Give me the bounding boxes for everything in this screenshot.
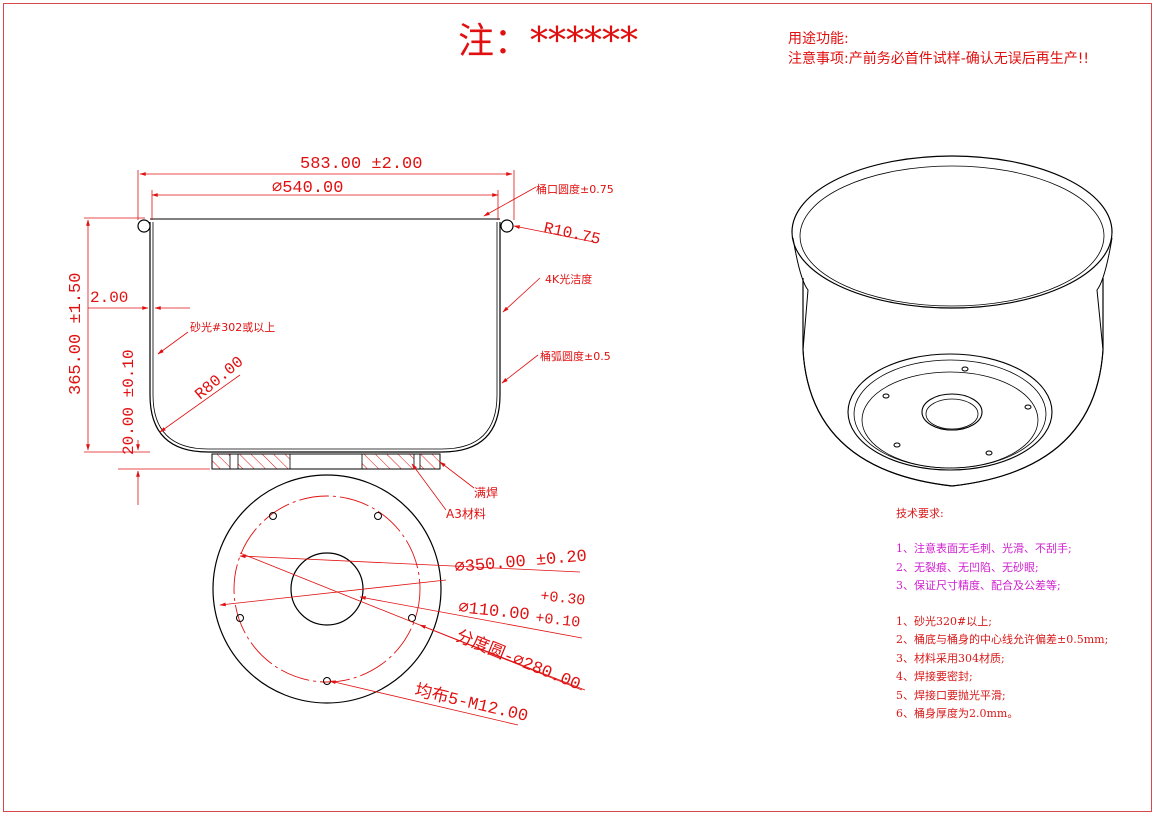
sanding-callout: 砂光#302或以上 — [190, 320, 275, 334]
mount-hole — [323, 677, 331, 685]
finish-4k-callout: 4K光洁度 — [545, 272, 592, 286]
right-rim-curl — [500, 219, 514, 233]
wall-thickness-dim: 2.00 — [90, 289, 128, 307]
total-height-dim: 365.00 ±1.50 — [67, 273, 86, 395]
requirement-2-3: 3、材料采用304材质; — [896, 652, 1005, 665]
requirement-2-4: 4、焊接要密封; — [896, 670, 973, 683]
mount-hole — [374, 512, 382, 520]
requirements-title: 技术要求: — [896, 507, 944, 520]
left-rim-curl — [137, 219, 151, 233]
overall-width-dim: 583.00 ±2.00 — [300, 155, 422, 174]
thread-holes-dim: 均布5-M12.00 — [413, 680, 530, 726]
inner-diameter-dim: ∅540.00 — [272, 179, 343, 198]
rim-radius-dim: R10.75 — [542, 219, 602, 249]
hole-tolerance-upper: +0.30 — [539, 588, 586, 610]
requirement-2-2: 2、桶底与桶身的中心线允许偏差±0.5mm; — [896, 633, 1109, 646]
requirement-2-1: 1、砂光320#以上; — [896, 615, 992, 628]
arc-roundness-callout: 桶弧圆度±0.5 — [540, 349, 611, 363]
caution-note: 注意事项:产前务必首件试样-确认无误后再生产!! — [788, 51, 1089, 67]
base-outer-circle — [212, 474, 442, 704]
requirement-2-5: 5、焊接口要抛光平滑; — [896, 689, 1006, 702]
a3-material-callout: A3材料 — [446, 507, 486, 521]
center-hole — [290, 552, 364, 626]
rim-roundness-callout: 桶口圆度±0.75 — [536, 182, 614, 196]
hole-tolerance-lower: +0.10 — [534, 610, 581, 632]
bottom-view: ∅350.00 ±0.20 ∅110.00 +0.30 +0.10 分度圆-∅2… — [212, 474, 588, 727]
usage-note: 用途功能: — [788, 31, 849, 47]
mount-hole — [408, 614, 416, 622]
drawing-title: 注：****** — [458, 21, 639, 62]
sheet-border — [3, 3, 1152, 812]
base-diameter-dim: ∅350.00 ±0.20 — [454, 547, 588, 577]
pitch-circle-dim: 分度圆-∅280.00 — [453, 626, 584, 695]
pitch-circle — [233, 495, 421, 683]
requirement-1-2: 2、无裂痕、无凹陷、无砂眼; — [896, 561, 1039, 574]
requirement-2-6: 6、桶身厚度为2.0mm。 — [896, 707, 1019, 720]
mount-hole — [236, 614, 244, 622]
hole-diameter-dim: ∅110.00 — [457, 599, 530, 625]
section-view: 583.00 ±2.00 ∅540.00 365.00 ±1.50 2.00 2… — [67, 155, 614, 521]
base-height-dim: 20.00 ±0.10 — [120, 349, 138, 455]
corner-radius-dim: R80.00 — [192, 353, 248, 404]
full-weld-callout: 满焊 — [474, 485, 498, 500]
mount-hole — [269, 512, 277, 520]
isometric-view — [791, 155, 1113, 487]
requirement-1-3: 3、保证尺寸精度、配合及公差等; — [896, 579, 1061, 592]
requirement-1-1: 1、注意表面无毛刺、光滑、不刮手; — [896, 542, 1072, 555]
